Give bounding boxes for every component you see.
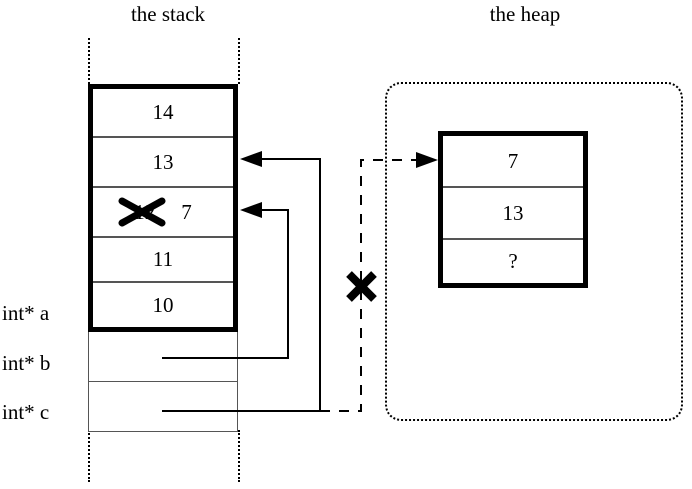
heap-cell-2: ? [443,240,583,283]
heap-block: 7 13 ? [438,131,588,288]
heap-cell-1: 13 [443,188,583,240]
broken-link-x-icon [346,271,377,302]
stack-frame: 14 13 12 7 11 10 [88,84,238,332]
stack-column-guide-left-top [88,38,90,84]
strikeout-x-icon [118,197,166,227]
stack-cell-4-value: 10 [152,292,174,317]
stack-cell-0: 14 [93,89,233,138]
stack-cell-3-value: 11 [152,247,174,271]
stack-cell-4: 10 [93,283,233,327]
stack-column-guide-right-bottom [238,430,240,482]
stack-cell-2-new-value: 7 [181,199,192,224]
stack-cell-1-value: 13 [152,149,174,174]
heap-cell-2-value: ? [508,249,518,273]
heap-title: the heap [489,2,561,26]
stack-column-guide-left-bottom [88,430,90,482]
stack-cell-2: 12 7 [93,188,233,238]
stack-cell-0-value: 14 [152,100,174,124]
stack-title: the stack [130,2,206,26]
heap-cell-0: 7 [443,136,583,188]
var-label-c: int* c [2,400,50,424]
heap-cell-1-value: 13 [502,200,524,225]
var-label-b: int* b [2,351,51,375]
stack-cell-1: 13 [93,138,233,188]
stack-slot-c [88,382,238,432]
stack-column-guide-right-top [238,38,240,84]
stack-slot-b [88,332,238,382]
stack-cell-2-struck-value: 12 [118,197,166,227]
var-label-a: int* a [2,301,50,325]
heap-cell-0-value: 7 [507,148,519,173]
stack-cell-3: 11 [93,238,233,283]
